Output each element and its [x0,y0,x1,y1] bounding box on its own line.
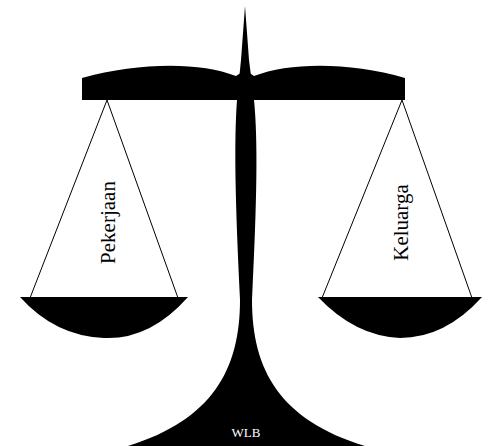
pan-string [402,100,472,298]
scale-beam [82,66,405,100]
pan-label: Pekerjaan [97,181,118,264]
scale-pan [318,297,482,338]
pan-string [30,100,107,298]
base-label: WLB [232,426,261,439]
pan-label: Keluarga [390,184,411,261]
scale-pan [20,297,188,338]
